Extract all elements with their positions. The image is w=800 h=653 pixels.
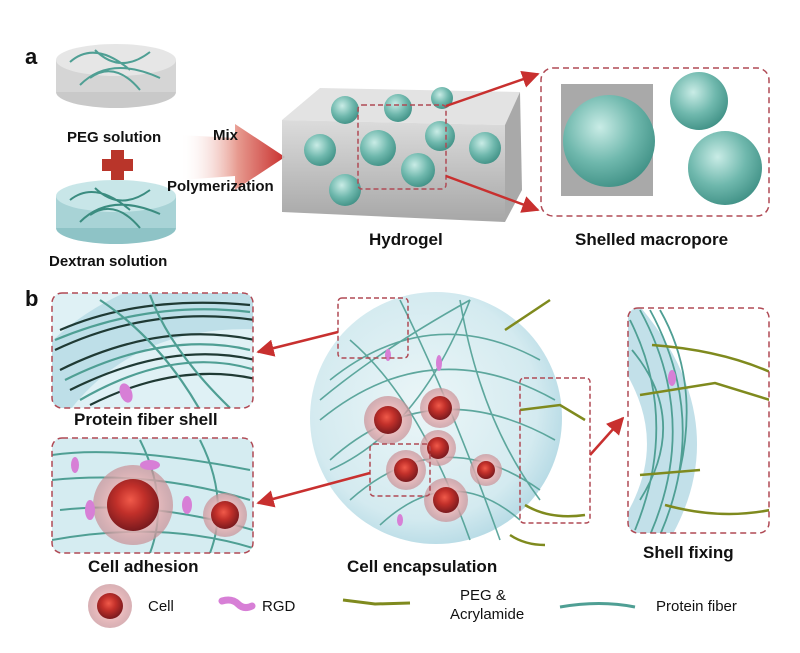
legend-peg-label: PEG & Acrylamide: [450, 586, 524, 624]
legend-cell-label: Cell: [148, 598, 174, 615]
shelled-macropore-panel: [540, 67, 770, 217]
cell-icon: [88, 584, 132, 628]
mix-label: Mix: [213, 127, 239, 144]
panel-letter-b: b: [25, 286, 39, 311]
hydrogel-label: Hydrogel: [369, 230, 443, 249]
dextran-solution-label: Dextran solution: [49, 253, 168, 270]
rgd-icon: [218, 596, 256, 612]
arrow-to-shell: [256, 330, 339, 357]
adhesion-zoom-box: [369, 443, 431, 497]
dextran-solution-disk: [56, 180, 176, 244]
peg-solution-label: PEG solution: [67, 129, 162, 146]
legend-protein-fiber-label: Protein fiber: [656, 598, 737, 615]
peg-solution-disk: [56, 44, 176, 108]
legend-peg-line2: Acrylamide: [450, 606, 525, 623]
zoom-arrow-top: [445, 70, 540, 108]
shelled-macropore-label: Shelled macropore: [575, 230, 729, 249]
arrow-to-adhesion: [256, 471, 371, 508]
zoom-arrow-bottom: [445, 174, 540, 213]
fixing-zoom-box: [519, 377, 591, 524]
shell-fixing-label: Shell fixing: [643, 543, 734, 562]
cell-adhesion-zoom: [51, 437, 254, 554]
shell-fixing-zoom: [627, 307, 770, 534]
cell-encapsulation-label: Cell encapsulation: [347, 557, 498, 576]
encapsulated-cells: [364, 388, 502, 522]
legend-peg-line1: PEG &: [460, 587, 506, 604]
polymerization-label: Polymerization: [167, 178, 274, 195]
mix-arrow: [180, 124, 285, 190]
legend-rgd-label: RGD: [262, 598, 296, 615]
shell-zoom-box: [337, 297, 409, 359]
protein-fiber-shell-zoom: [51, 292, 254, 409]
panel-letter-a: a: [25, 44, 38, 69]
cell-adhesion-label: Cell adhesion: [88, 557, 199, 576]
hydrogel-zoom-box: [357, 104, 447, 190]
protein-fiber-line-icon: [559, 602, 636, 609]
peg-acrylamide-line-icon: [342, 598, 411, 606]
plus-icon: [102, 150, 133, 180]
hydrogel-pores: [304, 87, 501, 206]
cell-encapsulation-sphere: [310, 292, 591, 547]
protein-fiber-shell-label: Protein fiber shell: [74, 410, 218, 429]
hydrogel-block: [282, 87, 522, 222]
arrow-to-fixing: [589, 416, 625, 456]
